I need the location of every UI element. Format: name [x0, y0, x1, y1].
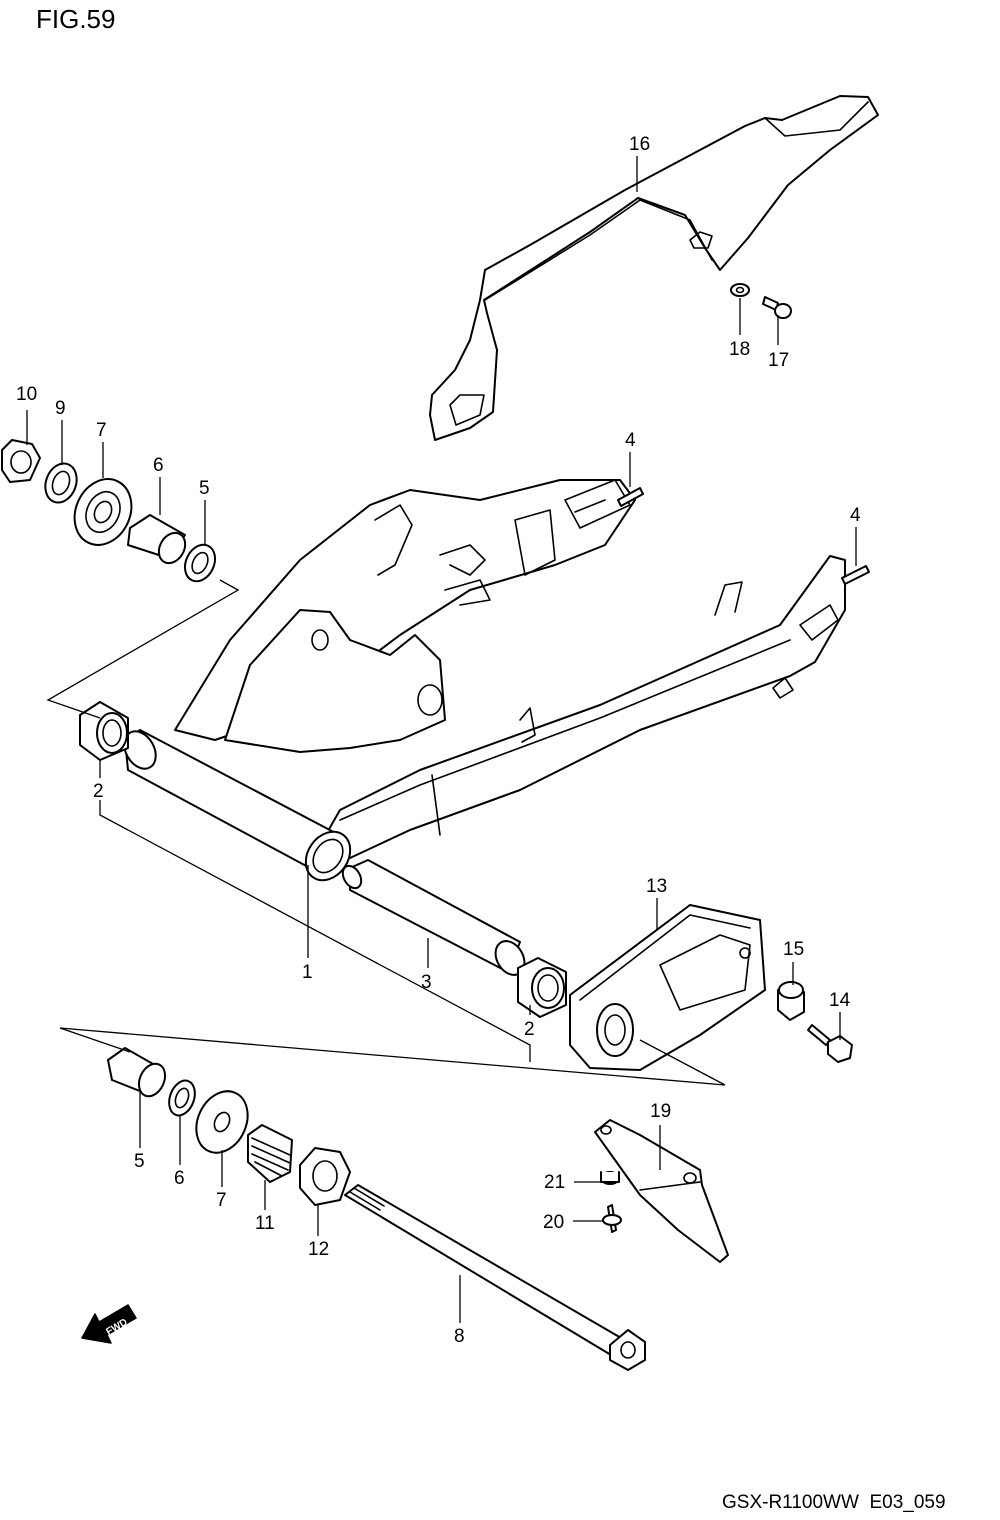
part-4-bolt-upper — [617, 487, 644, 507]
callout-7: 7 — [96, 420, 107, 441]
part-18-washer — [730, 283, 750, 297]
part-2-bearing-lower — [517, 957, 567, 1018]
part-10-nut — [1, 439, 41, 483]
callout-19: 19 — [650, 1101, 671, 1122]
part-19-bracket — [594, 1119, 729, 1263]
callout-5: 5 — [134, 1151, 145, 1172]
callout-8: 8 — [454, 1326, 465, 1347]
part-5-spacer-upper — [183, 543, 217, 583]
part-9-washer — [44, 462, 78, 504]
part-13-chain-adjuster — [569, 904, 766, 1071]
guide-lines — [46, 579, 726, 1086]
callout-6: 6 — [153, 455, 164, 476]
callout-21: 21 — [544, 1172, 565, 1193]
part-21-grommet — [600, 1171, 620, 1185]
callout-11: 11 — [255, 1213, 275, 1234]
part-14-bolt — [807, 1024, 853, 1063]
part-11-adjuster — [247, 1124, 293, 1183]
callout-12: 12 — [308, 1239, 329, 1260]
callout-leaders — [26, 156, 857, 1323]
part-17-bolt — [762, 296, 792, 319]
part-2-bearing-upper — [79, 701, 129, 761]
part-8-axle — [344, 1184, 646, 1371]
callout-7: 7 — [216, 1190, 227, 1211]
part-4-bolt-right — [841, 565, 870, 585]
callout-4: 4 — [625, 430, 636, 451]
callout-1: 1 — [302, 962, 313, 983]
guide-line-lower-stack-a — [59, 1027, 131, 1053]
callout-5: 5 — [199, 478, 210, 499]
part-5-spacer-lower — [107, 1047, 167, 1098]
guide-line-lower-stack-b — [59, 1027, 726, 1086]
fwd-arrow-icon: FWD — [81, 1304, 137, 1344]
part-6-washer-lower — [168, 1079, 196, 1117]
part-15-collar — [777, 981, 805, 1021]
part-1-swingarm — [123, 479, 846, 882]
part-16-chain-case — [429, 95, 879, 441]
guide-line-upper-stack — [46, 579, 240, 719]
callout-labels: 10 9 7 6 5 4 4 16 18 17 2 1 3 2 13 15 14… — [16, 134, 861, 1347]
callout-13: 13 — [646, 876, 667, 897]
part-12-lock-nut — [299, 1147, 351, 1206]
callout-16: 16 — [629, 134, 650, 155]
callout-15: 15 — [783, 939, 804, 960]
figure-title: FIG.59 — [36, 4, 115, 34]
callout-2: 2 — [524, 1019, 535, 1040]
part-7-bearing-lower — [195, 1090, 249, 1154]
callout-14: 14 — [829, 990, 851, 1011]
callout-20: 20 — [543, 1212, 564, 1233]
callout-17: 17 — [768, 350, 789, 371]
part-7-bearing-upper — [73, 478, 133, 546]
callout-10: 10 — [16, 384, 37, 405]
guide-line-pivot-lower — [99, 800, 531, 1062]
part-6-collar-upper — [127, 514, 187, 565]
model-code: GSX-R1100WW E03_059 — [722, 1492, 946, 1513]
callout-18: 18 — [729, 339, 750, 360]
callout-9: 9 — [55, 398, 66, 419]
callout-2: 2 — [93, 781, 104, 802]
callout-6: 6 — [174, 1168, 185, 1189]
callout-4: 4 — [850, 505, 861, 526]
part-20-screw — [602, 1204, 622, 1233]
part-3-spacer — [341, 859, 526, 976]
callout-3: 3 — [421, 972, 432, 993]
